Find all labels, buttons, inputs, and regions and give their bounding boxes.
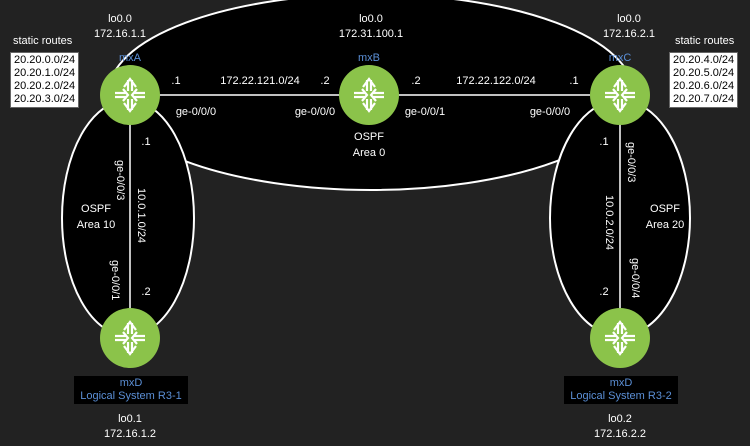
ad-subnet: 10.0.1.0/24 (135, 188, 147, 243)
cd-d-host: .2 (599, 286, 608, 298)
mxd1-name: mxD (119, 377, 143, 389)
bc-subnet: 172.22.122.0/24 (456, 75, 536, 87)
router-mxb[interactable] (339, 65, 399, 125)
static-route: 20.20.4.0/24 (673, 54, 735, 66)
static-route: 20.20.2.0/24 (14, 80, 76, 92)
area20-name: Area 20 (646, 219, 685, 231)
mxb-lo-label: lo0.0 (359, 13, 383, 25)
router-mxd-r3-1[interactable] (100, 308, 160, 368)
bc-c-if: ge-0/0/0 (530, 106, 570, 118)
mxd1-system: Logical System R3-1 (80, 390, 182, 402)
ab-subnet: 172.22.121.0/24 (220, 75, 300, 87)
mxb-lo-ip: 172.31.100.1 (339, 28, 403, 40)
static-routes-left-box: 20.20.0.0/24 20.20.1.0/24 20.20.2.0/24 2… (10, 52, 80, 108)
mxc-lo-ip: 172.16.2.1 (603, 28, 655, 40)
mxa-lo-label: lo0.0 (108, 13, 132, 25)
bc-b-host: .2 (411, 75, 420, 87)
mxa-name: mxA (119, 52, 142, 64)
mxc-lo-label: lo0.0 (617, 13, 641, 25)
static-route: 20.20.5.0/24 (673, 67, 735, 79)
mxd2-system: Logical System R3-2 (570, 390, 672, 402)
mxc-name: mxC (609, 52, 632, 64)
area20-proto: OSPF (650, 203, 680, 215)
static-route: 20.20.3.0/24 (14, 93, 76, 105)
bc-b-if: ge-0/0/1 (405, 106, 445, 118)
cd-c-if: ge-0/0/3 (625, 142, 637, 182)
mxd1-lo-label: lo0.1 (118, 413, 142, 425)
ab-b-host: .2 (320, 75, 329, 87)
mxd1-lo-ip: 172.16.1.2 (104, 428, 156, 440)
mxb-name: mxB (358, 52, 380, 64)
bc-c-host: .1 (569, 75, 578, 87)
mxd2-name: mxD (609, 377, 633, 389)
router-mxa[interactable] (100, 65, 160, 125)
ospf-area10-ellipse (61, 99, 195, 337)
cd-subnet: 10.0.2.0/24 (603, 195, 615, 250)
mxd-r3-1-label: mxD Logical System R3-1 (74, 376, 188, 404)
ad-d-host: .2 (141, 286, 150, 298)
mxa-lo-ip: 172.16.1.1 (94, 28, 146, 40)
area0-proto: OSPF (354, 131, 384, 143)
cd-d-if: ge-0/0/4 (629, 258, 641, 298)
area10-proto: OSPF (81, 203, 111, 215)
static-routes-left-title: static routes (13, 35, 73, 47)
mxd2-lo-label: lo0.2 (608, 413, 632, 425)
area0-name: Area 0 (353, 147, 385, 159)
static-route: 20.20.6.0/24 (673, 80, 735, 92)
static-routes-right-title: static routes (675, 35, 735, 47)
cd-c-host: .1 (599, 136, 608, 148)
router-mxd-r3-2[interactable] (590, 308, 650, 368)
ab-a-if: ge-0/0/0 (176, 106, 216, 118)
ad-d-if: ge-0/0/1 (109, 260, 121, 300)
mxd-r3-2-label: mxD Logical System R3-2 (564, 376, 678, 404)
ab-a-host: .1 (171, 75, 180, 87)
static-routes-right-box: 20.20.4.0/24 20.20.5.0/24 20.20.6.0/24 2… (669, 52, 739, 108)
ab-b-if: ge-0/0/0 (295, 106, 335, 118)
static-route: 20.20.7.0/24 (673, 93, 735, 105)
static-route: 20.20.0.0/24 (14, 54, 76, 66)
ad-a-host: .1 (141, 136, 150, 148)
router-mxc[interactable] (590, 65, 650, 125)
static-route: 20.20.1.0/24 (14, 67, 76, 79)
ad-a-if: ge-0/0/3 (114, 160, 126, 200)
mxd2-lo-ip: 172.16.2.2 (594, 428, 646, 440)
area10-name: Area 10 (77, 219, 116, 231)
